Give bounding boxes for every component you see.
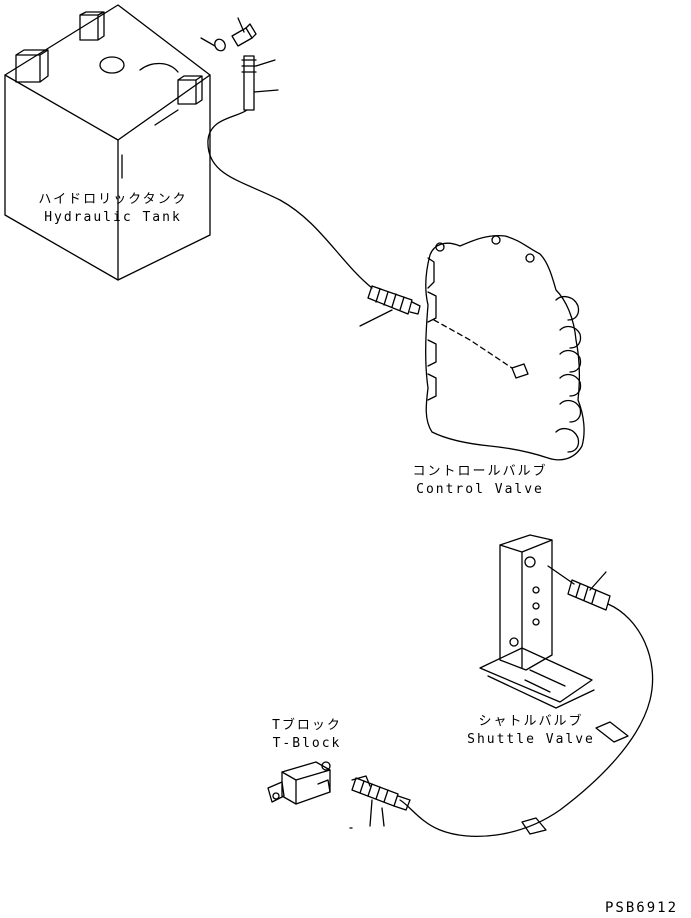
hydraulic-tank-label-en: Hydraulic Tank [44,210,182,225]
control-valve [425,234,585,461]
control-valve-label-en: Control Valve [416,482,544,497]
shuttle-valve-hose-fitting [399,565,654,838]
control-valve-label-jp: コントロールバルブ [412,464,548,479]
control-valve-hose-fitting [359,285,421,327]
tank-elbow-fitting [200,17,279,111]
hydraulic-tank-label-jp: ハイドロリックタンク [38,192,188,207]
t-block-label-jp: Tブロック [272,718,342,733]
t-block-hose-fitting [349,777,411,829]
drawing-code: PSB6912 [605,900,679,916]
shuttle-valve-label-en: Shuttle Valve [467,732,595,747]
shuttle-valve [479,534,595,709]
hydraulic-tank [4,4,211,281]
t-block-label-en: T-Block [272,736,342,751]
shuttle-valve-label-jp: シャトルバルブ [478,714,584,729]
hose-tank-to-control-valve [207,109,373,289]
hose-shuttle-to-t-block [399,603,654,838]
